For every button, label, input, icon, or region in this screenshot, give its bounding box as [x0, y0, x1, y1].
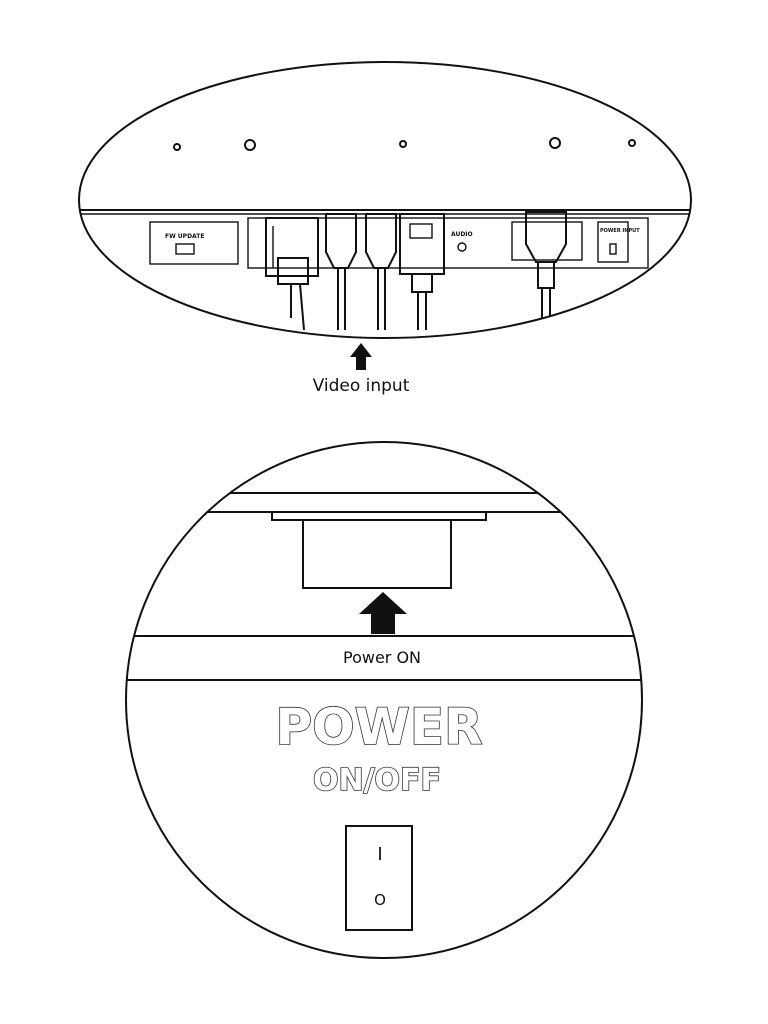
up-arrow-icon [359, 592, 407, 634]
up-arrow-icon [350, 343, 372, 370]
hdmi-connector [325, 213, 397, 330]
power-cord-connector [511, 211, 583, 330]
fw-update-port: FW UPDATE [149, 221, 239, 265]
switch-off-symbol: O [374, 891, 386, 909]
rocker-switch-icon[interactable]: I O [345, 825, 413, 931]
video-input-caption: Video input [313, 376, 410, 396]
audio-port: AUDIO [451, 231, 473, 252]
displayport-connector [399, 213, 445, 330]
dvi-connector [265, 217, 319, 331]
power-input-label: POWER INPUT [600, 228, 640, 234]
screw-hole-icon [173, 137, 636, 151]
fw-update-label: FW UPDATE [165, 233, 204, 240]
power-title: POWER [276, 698, 483, 756]
power-on-caption: Power ON [343, 648, 421, 667]
power-input-label-box: POWER INPUT [597, 221, 640, 263]
rear-panel-closeup: FW UPDATE [78, 61, 692, 339]
power-subtitle: ON/OFF [313, 763, 441, 798]
audio-label: AUDIO [451, 231, 473, 238]
switch-on-symbol: I [377, 844, 382, 865]
